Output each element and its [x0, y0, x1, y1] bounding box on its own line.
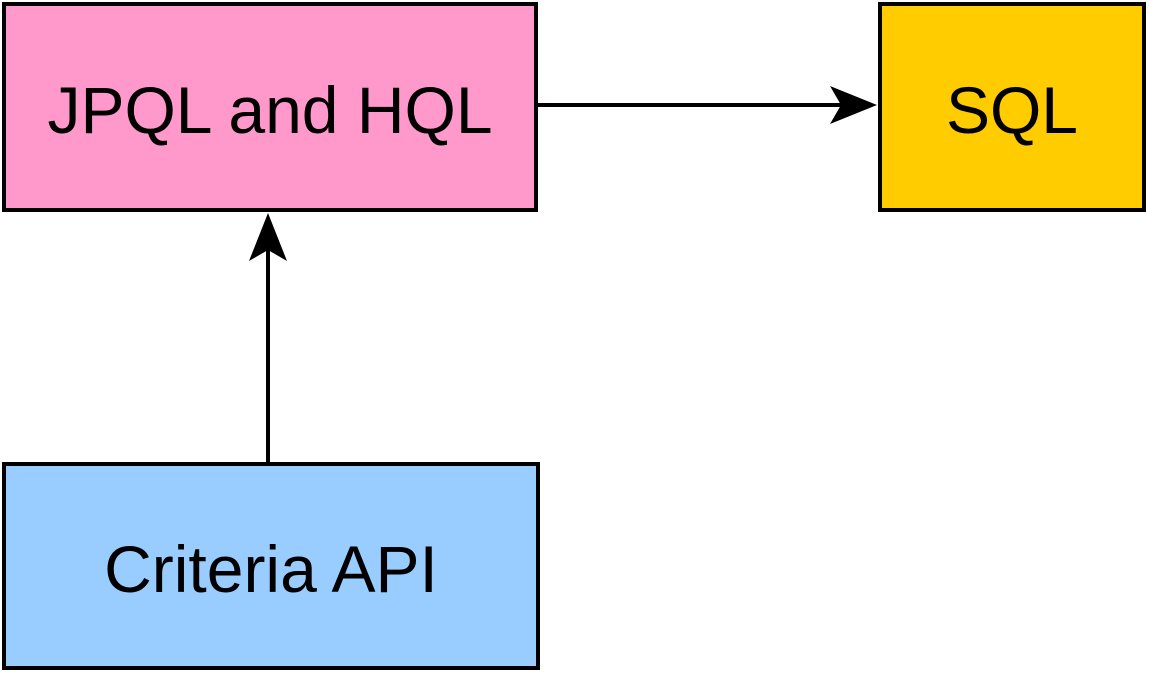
node-jpql-hql: JPQL and HQL [2, 2, 538, 212]
node-criteria-api: Criteria API [2, 462, 540, 670]
arrow-jpql-to-sql [538, 86, 877, 124]
arrow-criteria-to-jpql [249, 213, 287, 463]
arrowhead-up-icon [249, 213, 287, 261]
arrowhead-right-icon [830, 86, 877, 124]
node-sql: SQL [878, 2, 1146, 212]
node-jpql-hql-label: JPQL and HQL [47, 73, 493, 147]
node-criteria-api-label: Criteria API [104, 532, 438, 606]
node-sql-label: SQL [945, 73, 1079, 147]
